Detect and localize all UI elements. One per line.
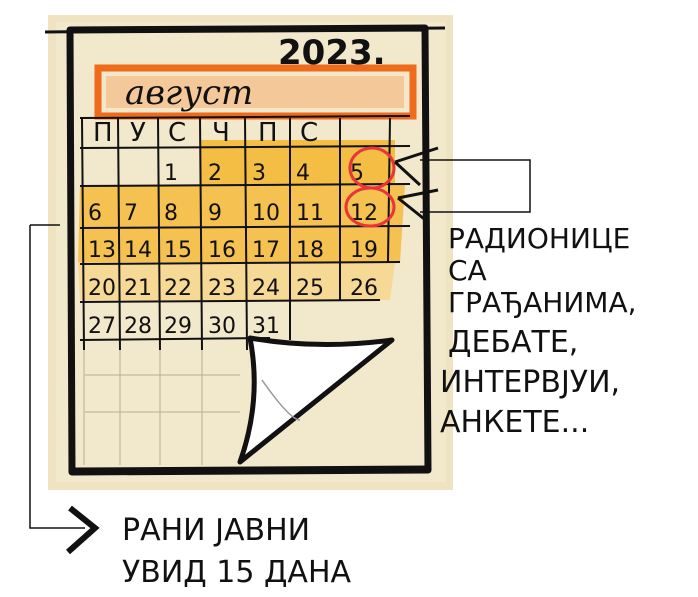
note-right-line-5: АНКЕТЕ... [440,405,589,440]
calendar-frame-bottom [75,468,430,470]
day-cell: 22 [164,276,192,301]
note-right-line-4: ИНТЕРВЈУИ, [440,365,620,400]
weekday-3: Ч [212,118,230,148]
day-cell: 4 [296,161,310,186]
weekday-1: У [130,118,146,148]
day-cell: 26 [350,276,378,301]
arrow-bottom-head [68,508,95,552]
day-cell: 8 [164,201,178,226]
day-cell: 25 [296,276,324,301]
day-cell: 11 [296,201,324,226]
weekday-0: П [93,118,113,148]
note-right-line-3: ДЕБАТЕ, [448,325,578,360]
note-right: РАДИОНИЦЕ СА ГРАЂАНИМА, ДЕБАТЕ, ИНТЕРВЈУ… [440,222,637,440]
day-cell: 24 [252,276,280,301]
day-cell: 9 [208,201,222,226]
day-cell: 30 [208,314,236,339]
day-cell: 6 [88,201,102,226]
day-cell: 17 [252,238,280,263]
day-cell: 29 [164,314,192,339]
day-cell: 31 [252,314,280,339]
note-bottom-line-0: РАНИ ЈАВНИ [122,513,310,548]
note-right-line-2: ГРАЂАНИМА, [448,286,637,319]
day-cell: 3 [252,161,266,186]
day-cell: 13 [88,238,116,263]
day-cell: 21 [124,276,152,301]
day-cell: 7 [124,201,138,226]
day-cell: 19 [350,238,378,263]
weekday-5: С [300,118,318,148]
day-cell: 20 [88,276,116,301]
weekday-4: П [258,118,278,148]
month-label: август [125,73,253,113]
day-cell: 16 [208,238,236,263]
note-bottom-line-1: УВИД 15 ДАНА [122,555,352,590]
note-right-line-0: РАДИОНИЦЕ [448,222,630,255]
note-bottom: РАНИ ЈАВНИ УВИД 15 ДАНА [122,513,352,590]
day-cell: 14 [124,238,152,263]
day-cell: 28 [124,314,152,339]
day-cell: 2 [208,161,222,186]
day-cell: 10 [252,201,280,226]
day-cell: 15 [164,238,192,263]
day-cell: 1 [164,161,178,186]
day-cell: 23 [208,276,236,301]
note-right-line-1: СА [448,254,487,287]
day-cell: 18 [296,238,324,263]
day-cell: 27 [88,314,116,339]
weekday-2: С [168,118,186,148]
